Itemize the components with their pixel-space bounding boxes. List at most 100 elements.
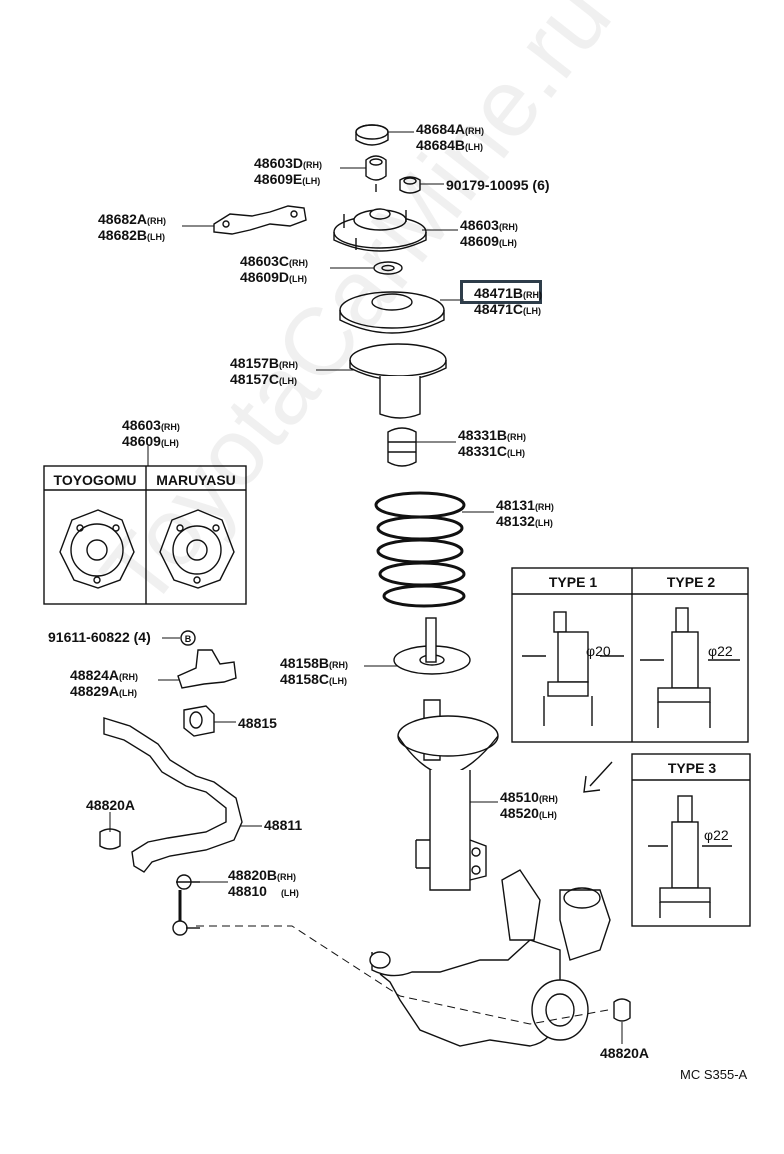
label-48158b[interactable]: 48158B(RH) bbox=[280, 656, 348, 672]
side-suffix: (LH) bbox=[523, 306, 542, 316]
label-48471c[interactable]: 48471C(LH) bbox=[474, 302, 541, 318]
part-number: 48682B bbox=[98, 227, 148, 243]
upper-spring-seat-part bbox=[339, 291, 445, 334]
side-suffix: (RH) bbox=[160, 422, 180, 432]
side-suffix: (RH) bbox=[119, 672, 139, 682]
spring-insulator-part bbox=[349, 343, 447, 419]
part-number: 48510 bbox=[500, 789, 539, 805]
label-48603d[interactable]: 48603D(RH) bbox=[254, 156, 322, 172]
nut-part bbox=[365, 155, 387, 192]
leader-lines bbox=[109, 131, 623, 1044]
stabilizer-bar-part bbox=[103, 717, 243, 873]
label-48603-box[interactable]: 48603(RH) bbox=[122, 418, 180, 434]
label-48684a[interactable]: 48684A(RH) bbox=[416, 122, 484, 138]
side-suffix: (LH) bbox=[279, 376, 298, 386]
side-suffix: (LH) bbox=[465, 142, 484, 152]
part-highlight-box bbox=[460, 280, 542, 304]
washer-part bbox=[373, 261, 403, 275]
label-48829a[interactable]: 48829A(LH) bbox=[70, 684, 137, 700]
label-48132[interactable]: 48132(LH) bbox=[496, 514, 553, 530]
label-48820a[interactable]: 48820A bbox=[86, 798, 135, 812]
side-suffix: (RH) bbox=[303, 160, 323, 170]
label-48609-box[interactable]: 48609(LH) bbox=[122, 434, 179, 450]
label-48157c[interactable]: 48157C(LH) bbox=[230, 372, 297, 388]
label-91611[interactable]: 91611-60822 (4) bbox=[48, 630, 151, 644]
part-number: 48331B bbox=[458, 427, 508, 443]
part-number: 48820B bbox=[228, 867, 278, 883]
label-48131[interactable]: 48131(RH) bbox=[496, 498, 554, 514]
label-48815[interactable]: 48815 bbox=[238, 716, 277, 730]
label-48603c[interactable]: 48603C(RH) bbox=[240, 254, 308, 270]
type2-diameter: φ22 bbox=[708, 643, 733, 659]
label-48603[interactable]: 48603(RH) bbox=[460, 218, 518, 234]
label-48157b[interactable]: 48157B(RH) bbox=[230, 356, 298, 372]
bolt-marker: B bbox=[184, 634, 192, 644]
side-suffix: (LH) bbox=[302, 176, 321, 186]
label-48820b[interactable]: 48820B(RH) bbox=[228, 868, 296, 884]
part-number: 48603 bbox=[460, 217, 499, 233]
stabilizer-bushing-part bbox=[183, 705, 215, 737]
label-48609d[interactable]: 48609D(LH) bbox=[240, 270, 307, 286]
label-48331c[interactable]: 48331C(LH) bbox=[458, 444, 525, 460]
side-suffix: (LH) bbox=[538, 810, 557, 820]
toyogomu-title: TOYOGOMU bbox=[53, 472, 137, 488]
part-number: 48815 bbox=[238, 715, 277, 731]
side-suffix: (LH) bbox=[534, 518, 553, 528]
label-48609e[interactable]: 48609E(LH) bbox=[254, 172, 320, 188]
side-suffix: (RH) bbox=[465, 126, 485, 136]
label-48684b[interactable]: 48684B(LH) bbox=[416, 138, 483, 154]
diagram-code: MC S355-A bbox=[680, 1067, 748, 1082]
flange-nut-part bbox=[399, 176, 421, 194]
direction-arrow bbox=[583, 761, 613, 793]
part-number: 48471C bbox=[474, 301, 524, 317]
coil-spring-part bbox=[374, 491, 466, 608]
type1-title: TYPE 1 bbox=[548, 574, 598, 590]
stabilizer-nut-part bbox=[99, 828, 121, 850]
type3-title: TYPE 3 bbox=[667, 760, 717, 776]
brace-plate-part bbox=[213, 205, 307, 235]
side-suffix: (RH) bbox=[279, 360, 299, 370]
side-suffix: (RH) bbox=[538, 794, 558, 804]
label-48820a-right[interactable]: 48820A bbox=[600, 1046, 649, 1060]
side-suffix: (RH) bbox=[147, 216, 167, 226]
side-suffix: (LH) bbox=[507, 448, 526, 458]
type-comparison-box bbox=[511, 567, 749, 743]
side-suffix: (LH) bbox=[119, 688, 138, 698]
side-suffix: (LH) bbox=[280, 888, 299, 898]
label-48158c[interactable]: 48158C(LH) bbox=[280, 672, 347, 688]
type1-diameter: φ20 bbox=[586, 643, 611, 659]
part-number: 48684A bbox=[416, 121, 466, 137]
part-number: 48331C bbox=[458, 443, 508, 459]
label-48811[interactable]: 48811 bbox=[264, 818, 302, 832]
part-number: 48132 bbox=[496, 513, 535, 529]
side-suffix: (LH) bbox=[329, 676, 348, 686]
label-48810[interactable]: 48810(LH) bbox=[228, 884, 299, 900]
part-number: 48684B bbox=[416, 137, 466, 153]
label-48331b[interactable]: 48331B(RH) bbox=[458, 428, 526, 444]
label-48510[interactable]: 48510(RH) bbox=[500, 790, 558, 806]
side-suffix: (LH) bbox=[160, 438, 179, 448]
part-number: 48682A bbox=[98, 211, 148, 227]
part-number: 48820A bbox=[600, 1045, 650, 1061]
label-48520[interactable]: 48520(LH) bbox=[500, 806, 557, 822]
part-number: 48131 bbox=[496, 497, 535, 513]
label-48682b[interactable]: 48682B(LH) bbox=[98, 228, 165, 244]
label-48471b[interactable]: 48471B(RH) bbox=[474, 286, 542, 302]
label-48682a[interactable]: 48682A(RH) bbox=[98, 212, 166, 228]
side-suffix: (RH) bbox=[498, 222, 518, 232]
part-number: 48471B bbox=[474, 285, 524, 301]
label-48824a[interactable]: 48824A(RH) bbox=[70, 668, 138, 684]
dust-cap-part bbox=[355, 124, 389, 146]
label-48609[interactable]: 48609(LH) bbox=[460, 234, 517, 250]
stabilizer-bracket-part bbox=[177, 630, 237, 689]
side-suffix: (RH) bbox=[507, 432, 527, 442]
side-suffix: (RH) bbox=[277, 872, 297, 882]
part-number: 90179-10095 (6) bbox=[446, 177, 550, 193]
side-suffix: (RH) bbox=[289, 258, 309, 268]
label-90179[interactable]: 90179-10095 (6) bbox=[446, 178, 550, 192]
bump-stop-part bbox=[387, 427, 417, 467]
mount-type-box bbox=[43, 465, 247, 605]
part-number: 48609 bbox=[122, 433, 161, 449]
